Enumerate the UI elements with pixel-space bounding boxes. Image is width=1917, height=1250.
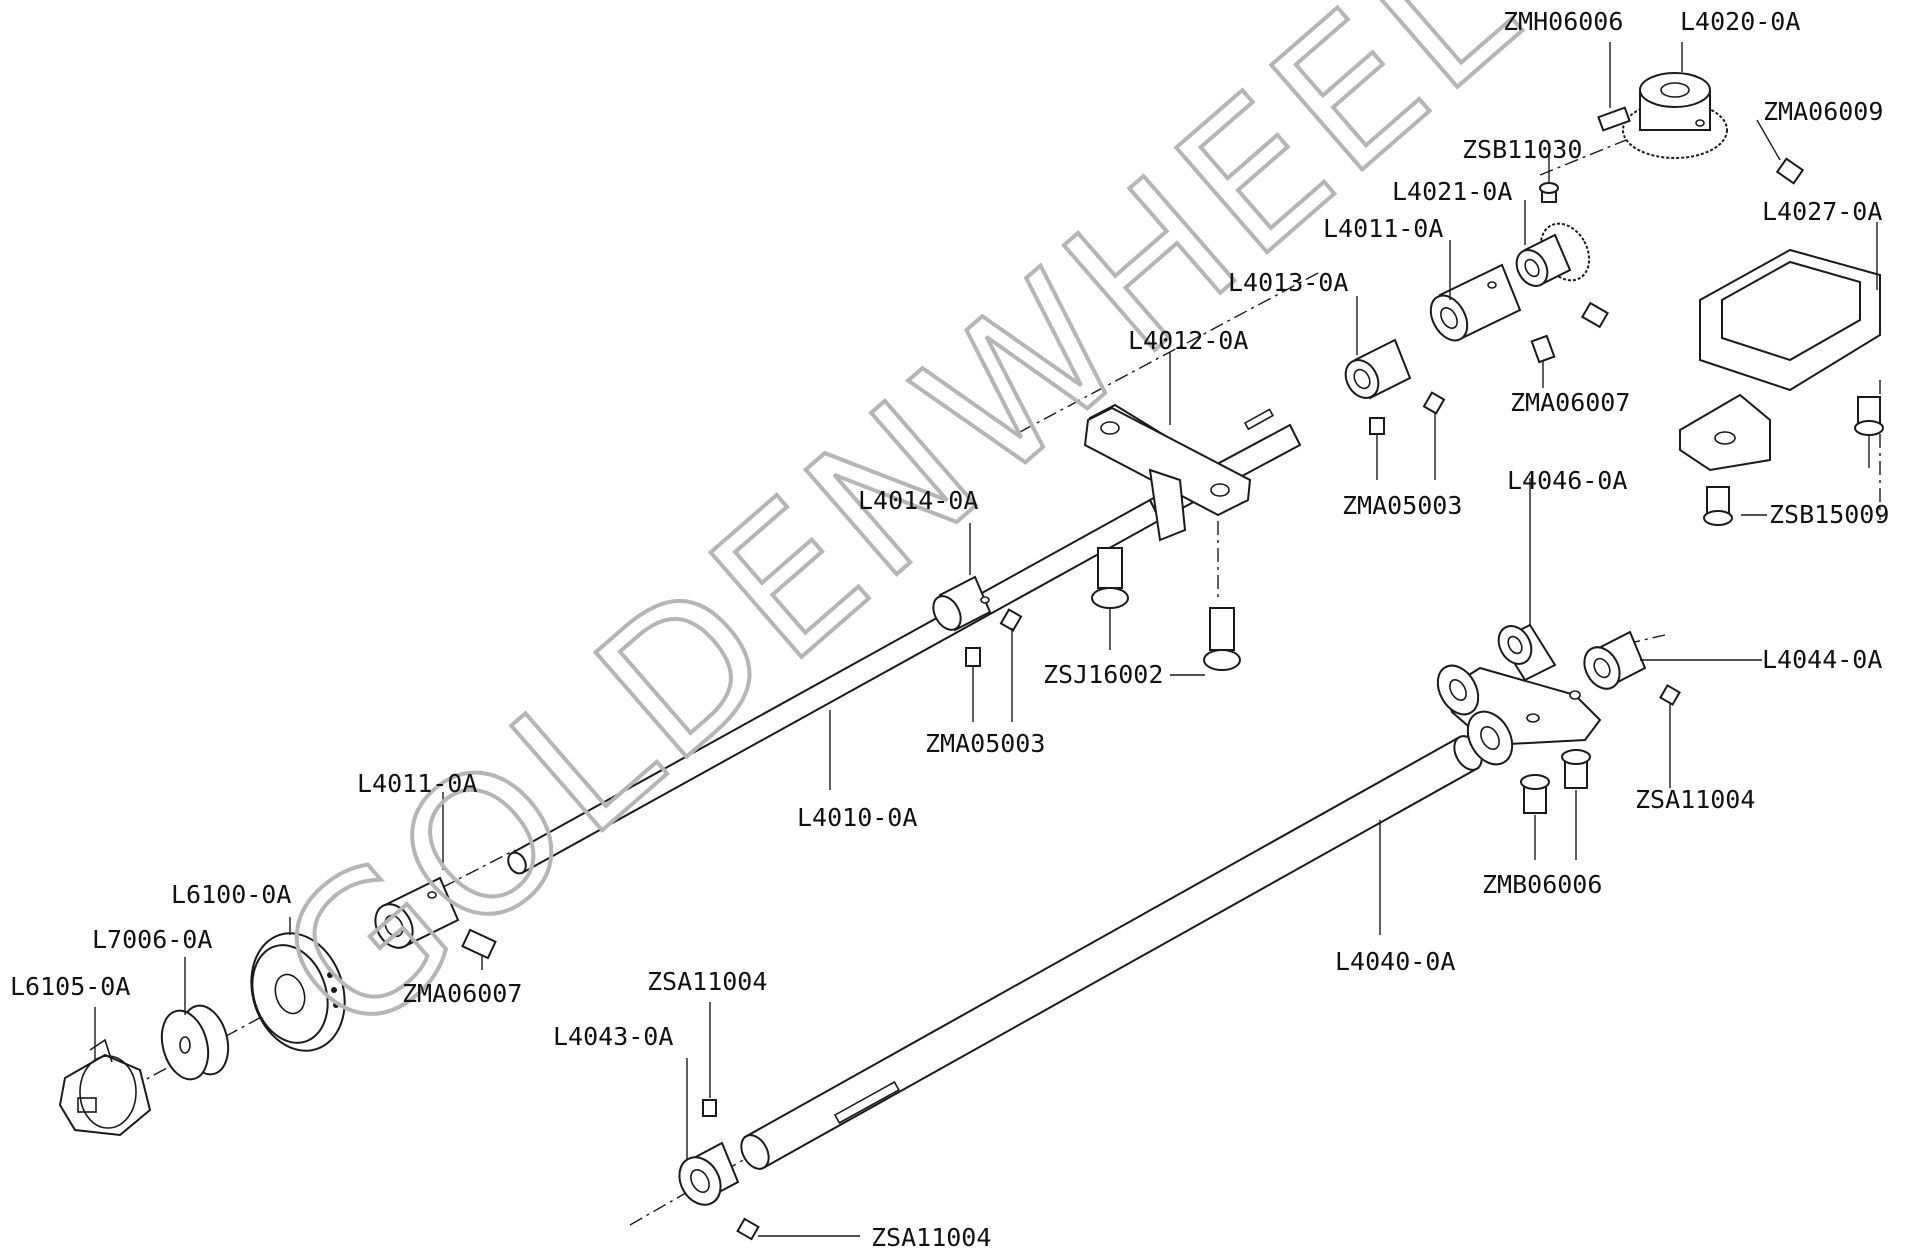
label-zmb06006: ZMB06006 [1482, 870, 1602, 899]
label-l4020-0a: L4020-0A [1680, 7, 1800, 36]
label-l7006-0a: L7006-0A [92, 925, 212, 954]
label-zsb15009: ZSB15009 [1769, 500, 1889, 529]
label-zmh06006: ZMH06006 [1503, 7, 1623, 36]
screw-zmh06006 [1597, 106, 1631, 132]
crank-l4046 [1436, 623, 1602, 766]
cover-l4027 [1679, 248, 1881, 472]
label-l4040-0a: L4040-0A [1335, 947, 1455, 976]
screw-zma06009 [1775, 157, 1805, 185]
bracket-l4012 [1083, 403, 1252, 542]
label-l4012-0a: L4012-0A [1128, 326, 1248, 355]
label-zma06007-top: ZMA06007 [1510, 388, 1630, 417]
screw-zma05003-mid-a [999, 608, 1023, 632]
screw-zma06007-bottom [461, 928, 497, 960]
bobbin-case-l6105 [58, 1038, 152, 1137]
screw-zma05003-top-b [1369, 417, 1385, 435]
collar-l4044 [1583, 630, 1647, 690]
sleeve-l4011-top [1429, 263, 1522, 342]
label-l4014-0a: L4014-0A [858, 486, 978, 515]
label-zsb11030: ZSB11030 [1462, 135, 1582, 164]
gear-l4021 [1515, 222, 1591, 287]
label-l4046-0a: L4046-0A [1507, 466, 1627, 495]
screw-zsj16002-b [1203, 607, 1241, 671]
label-zsa11004-upper: ZSA11004 [647, 967, 767, 996]
rod-l4040 [740, 735, 1483, 1170]
label-zsj16002: ZSJ16002 [1043, 660, 1163, 689]
label-l4043-0a: L4043-0A [553, 1022, 673, 1051]
sleeve-l4011-bottom [374, 876, 460, 949]
screw-zsb11030 [1539, 182, 1559, 203]
screw-zsj16002-a [1091, 547, 1129, 609]
screw-zsb15009-a [1854, 396, 1884, 436]
label-l4027-0a: L4027-0A [1762, 197, 1882, 226]
gear-l4020 [1622, 72, 1728, 159]
label-l4044-0a: L4044-0A [1762, 645, 1882, 674]
screw-zmb06006-b [1561, 749, 1591, 789]
label-zma05003-mid: ZMA05003 [925, 729, 1045, 758]
leader-lines [94, 42, 1878, 1237]
collar-l4013 [1344, 338, 1412, 400]
screw-zma05003-mid-b [965, 647, 981, 667]
collar-l4014 [932, 575, 992, 632]
screw-zmb06006-a [1520, 774, 1550, 814]
label-l4021-0a: L4021-0A [1392, 177, 1512, 206]
label-l4011-0a-top: L4011-0A [1323, 214, 1443, 243]
label-l4013-0a: L4013-0A [1228, 268, 1348, 297]
label-zsa11004-right: ZSA11004 [1635, 785, 1755, 814]
screw-gear-lower [1580, 301, 1610, 329]
label-l6100-0a: L6100-0A [171, 880, 291, 909]
svg-text:GOLDENWHEEL: GOLDENWHEEL [240, 0, 1558, 1079]
bobbin-l7006 [160, 1004, 230, 1081]
label-l6105-0a: L6105-0A [10, 972, 130, 1001]
screw-zsa11004-upper [702, 1099, 717, 1117]
screw-zsa11004-right [1659, 684, 1681, 706]
hook-l6100 [250, 932, 346, 1052]
screw-zsa11004-bottom [736, 1217, 760, 1241]
collar-l4043 [678, 1141, 740, 1206]
screw-zma06007-top [1530, 334, 1556, 364]
part-labels: ZMH06006 L4020-0A ZMA06009 ZSB11030 L402… [10, 7, 1889, 1250]
screw-zsb15009-b [1703, 486, 1733, 526]
screw-zma05003-top-a [1422, 391, 1446, 415]
label-zma06007-bottom: ZMA06007 [402, 979, 522, 1008]
label-zma05003-top: ZMA05003 [1342, 491, 1462, 520]
label-l4010-0a: L4010-0A [797, 803, 917, 832]
watermark: GOLDENWHEEL [238, 0, 1560, 1081]
screws [461, 106, 1884, 1241]
label-l4011-0a-bottom: L4011-0A [357, 769, 477, 798]
label-zma06009: ZMA06009 [1763, 97, 1883, 126]
label-zsa11004-bottom: ZSA11004 [871, 1223, 991, 1250]
